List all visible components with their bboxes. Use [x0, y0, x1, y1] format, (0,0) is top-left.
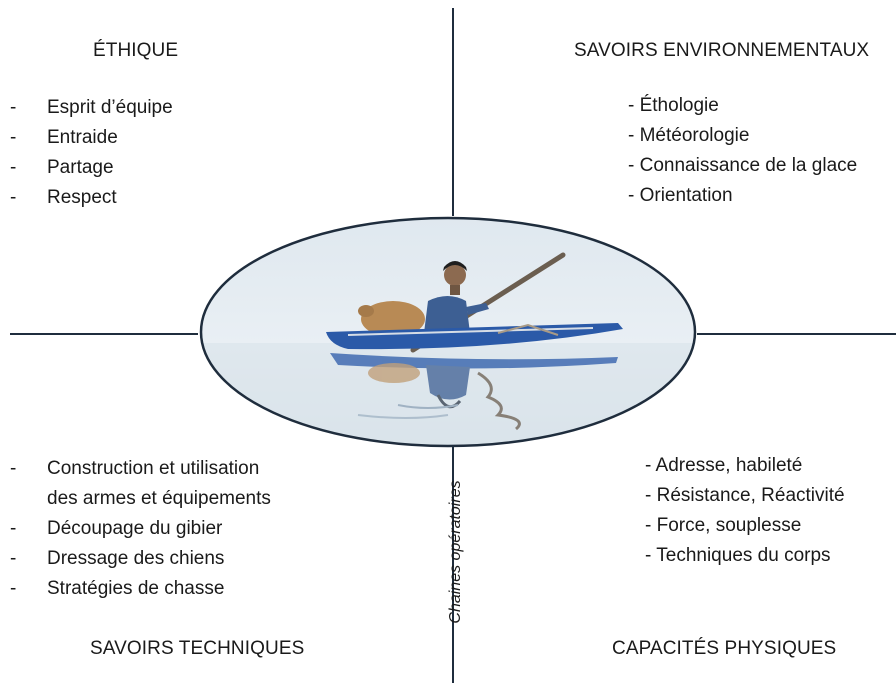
- savoirs-environnementaux-title: SAVOIRS ENVIRONNEMENTAUX: [574, 40, 870, 61]
- capacites-physiques-list: - Adresse, habileté - Résistance, Réacti…: [645, 451, 845, 571]
- list-item: - Météorologie: [628, 125, 750, 146]
- list-item: - Entraide: [10, 123, 173, 153]
- list-item-text: des armes et équipements: [47, 488, 271, 509]
- dash-marker: -: [10, 578, 17, 599]
- list-item: - Orientation: [628, 185, 733, 206]
- dash-marker: -: [10, 518, 17, 539]
- list-item: - Respect: [10, 183, 173, 213]
- list-item: - Adresse, habileté: [645, 455, 803, 476]
- horizontal-axis-left: [10, 333, 198, 335]
- list-item: - Construction et utilisation: [10, 454, 271, 484]
- chaines-operatoires-label: Chaines opératoires: [447, 480, 464, 624]
- dash-marker: -: [10, 157, 17, 178]
- dash-marker: -: [10, 548, 17, 569]
- list-item: - Esprit d’équipe: [10, 93, 173, 123]
- list-item-continuation: des armes et équipements: [10, 484, 271, 514]
- ethique-list: - Esprit d’équipe - Entraide - Partage - Res…: [10, 93, 173, 213]
- list-item: - Stratégies de chasse: [10, 574, 271, 604]
- kayak-photo-ellipse: [199, 216, 697, 448]
- horizontal-axis-right: [697, 333, 896, 335]
- list-item: - Partage: [10, 153, 173, 183]
- list-item-text: Stratégies de chasse: [47, 578, 225, 599]
- savoirs-techniques-list: - Construction et utilisation des armes e…: [10, 454, 271, 604]
- list-item-text: Respect: [47, 187, 117, 208]
- dash-marker: -: [10, 97, 17, 118]
- list-item-text: Partage: [47, 157, 114, 178]
- list-item-text: Découpage du gibier: [47, 518, 223, 539]
- dash-marker: -: [10, 127, 17, 148]
- list-item: - Découpage du gibier: [10, 514, 271, 544]
- list-item-text: Esprit d’équipe: [47, 97, 173, 118]
- list-item: - Force, souplesse: [645, 515, 802, 536]
- capacites-physiques-title: CAPACITÉS PHYSIQUES: [612, 638, 837, 659]
- dash-marker: -: [10, 187, 17, 208]
- savoirs-techniques-title: SAVOIRS TECHNIQUES: [90, 638, 305, 659]
- list-item: - Connaissance de la glace: [628, 155, 858, 176]
- dash-marker: -: [10, 458, 17, 479]
- vertical-axis-top: [452, 8, 454, 216]
- list-item: - Dressage des chiens: [10, 544, 271, 574]
- list-item-text: Entraide: [47, 127, 118, 148]
- ethique-title: ÉTHIQUE: [93, 40, 179, 61]
- list-item: - Techniques du corps: [645, 545, 831, 566]
- savoirs-environnementaux-list: - Éthologie - Météorologie - Connaissanc…: [628, 91, 857, 211]
- list-item: - Résistance, Réactivité: [645, 485, 845, 506]
- list-item-text: Dressage des chiens: [47, 548, 225, 569]
- list-item-text: Construction et utilisation: [47, 458, 260, 479]
- vertical-axis-bottom: [452, 446, 454, 683]
- list-item: - Éthologie: [628, 95, 719, 116]
